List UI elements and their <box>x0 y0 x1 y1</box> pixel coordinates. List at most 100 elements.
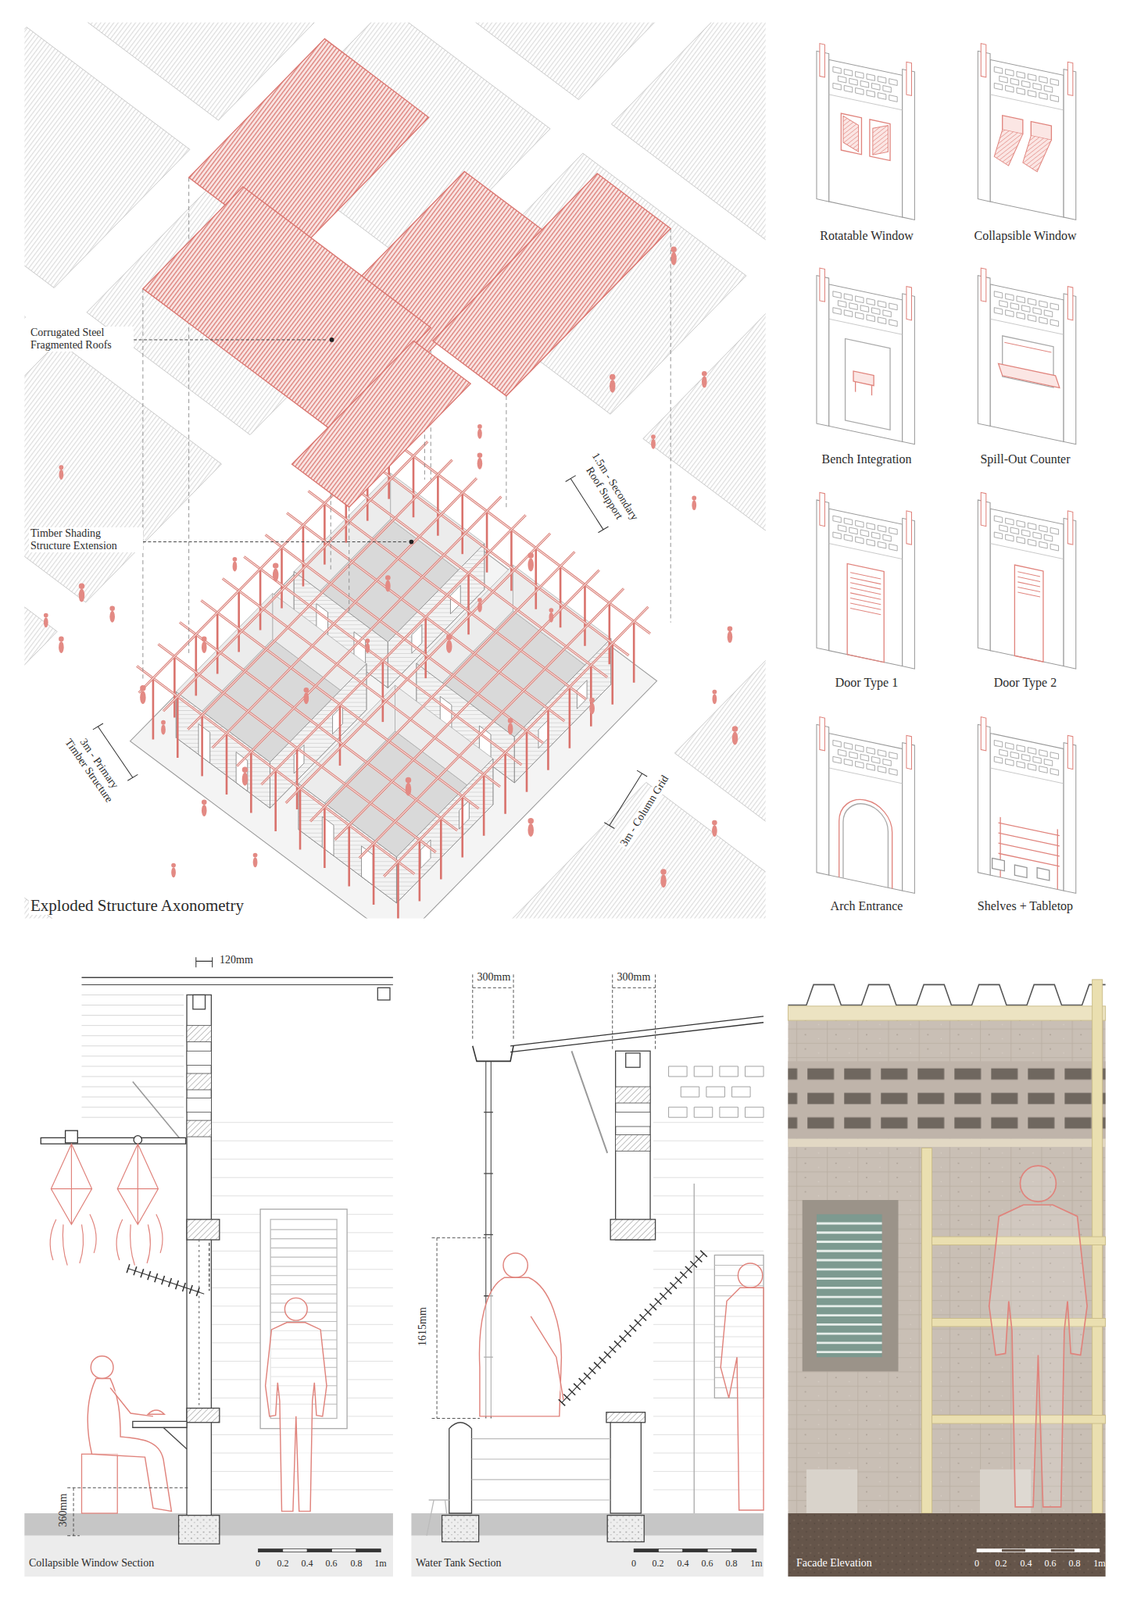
person-figure <box>732 725 738 745</box>
wall-modules <box>1004 342 1052 353</box>
facade-elevation <box>787 1061 1105 1139</box>
person-figure <box>589 697 595 704</box>
leader-dot <box>409 539 415 545</box>
person-figure <box>446 634 452 641</box>
module-caption: Arch Entrance <box>830 899 904 914</box>
person-figure <box>59 464 65 480</box>
collapsible-window-section <box>257 1549 283 1553</box>
water-tank-section <box>615 1051 651 1241</box>
timber-column <box>590 665 593 726</box>
wall-modules <box>977 492 1076 669</box>
person-figure <box>711 820 718 827</box>
dimension-markers <box>636 770 648 777</box>
person-figure <box>727 626 734 644</box>
person-figure <box>609 374 616 380</box>
person-figure <box>507 718 514 735</box>
collapsible-window-section <box>50 1214 97 1266</box>
person-figure <box>171 867 176 878</box>
collapsible-window-section <box>265 1298 327 1512</box>
projection-lines <box>670 228 672 623</box>
facade-elevation <box>922 1147 933 1514</box>
person-figure <box>201 641 208 654</box>
person-figure <box>711 820 718 837</box>
person-figure <box>109 605 115 612</box>
facade-elevation <box>787 964 1105 1577</box>
neighbour-roof <box>510 782 766 919</box>
scale-number: 0 <box>255 1559 261 1570</box>
person-figure <box>589 697 595 715</box>
wall-modules <box>845 339 891 431</box>
person-figure <box>160 720 166 736</box>
collapsible-window-section <box>186 1408 220 1423</box>
person-figure <box>78 589 85 603</box>
timber-column <box>583 584 587 646</box>
scale-number: 0.2 <box>277 1559 290 1570</box>
wall-modules <box>869 119 891 161</box>
person-figure <box>528 818 534 824</box>
person-figure <box>385 580 391 593</box>
person-figure <box>405 783 412 797</box>
water-tank-section <box>615 1087 651 1104</box>
facade-elevation <box>976 1549 1002 1553</box>
person-figure <box>59 469 65 480</box>
scale-number: 0.8 <box>1069 1559 1081 1570</box>
person-figure <box>59 464 65 470</box>
timber-column <box>280 547 283 608</box>
collapsible-window-section <box>90 1356 114 1380</box>
collapsible-window-section <box>307 1549 332 1553</box>
person-figure <box>303 687 310 694</box>
facade-elevation <box>787 1006 1105 1021</box>
person-figure <box>477 452 483 469</box>
person-figure <box>446 640 452 654</box>
axonometry <box>24 22 766 920</box>
water-tank-section <box>561 1253 705 1404</box>
timber-column <box>302 525 305 587</box>
neighbour-roof <box>24 341 222 603</box>
person-figure <box>242 767 248 787</box>
scale-number: 1m <box>374 1559 387 1570</box>
collapsible-window-section <box>356 1549 381 1553</box>
timber-column <box>339 704 342 766</box>
timber-beam <box>286 533 551 804</box>
dimension-markers <box>92 475 648 830</box>
timber-beam <box>383 607 648 877</box>
water-tank-section <box>737 1263 762 1288</box>
timber-column <box>534 547 537 609</box>
wall-modules <box>977 42 1076 220</box>
timber-column <box>424 617 427 679</box>
person-figure <box>660 874 666 888</box>
collapsible-window-section <box>132 1081 183 1141</box>
person-figure <box>139 690 146 705</box>
facade-elevation <box>806 1469 858 1514</box>
front-wall <box>298 783 397 904</box>
scale-number: 0.8 <box>725 1559 738 1570</box>
person-figure <box>272 562 279 582</box>
water-tank-section <box>479 1253 764 1511</box>
water-tank-section <box>442 1516 480 1543</box>
timber-beam <box>187 460 452 730</box>
scale-number: 0 <box>974 1559 980 1570</box>
person-figure <box>139 685 146 705</box>
facade-elevation <box>1092 979 1103 1514</box>
corrugated-roofs <box>432 173 671 397</box>
projection-lines <box>142 289 144 683</box>
collapsible-window-section <box>116 1214 163 1266</box>
neighbourhood-roofs <box>24 22 766 920</box>
timber-column <box>461 493 464 555</box>
wall-modules <box>977 716 1076 894</box>
wall-modules <box>1014 565 1044 662</box>
water-tank-section <box>471 1439 611 1501</box>
dimension-label: 300mm <box>617 971 651 984</box>
facade-elevation <box>787 1139 1105 1148</box>
wall-modules <box>1037 868 1050 881</box>
timber-column <box>504 752 507 814</box>
facade-elevation <box>802 1200 899 1372</box>
timber-beam <box>334 570 599 841</box>
dimension-markers <box>604 822 615 830</box>
timber-beam <box>359 588 624 859</box>
person-figure <box>507 722 514 735</box>
person-figure <box>303 687 310 705</box>
timber-column <box>611 643 614 705</box>
collapsible-window-section <box>163 1427 187 1449</box>
scale-number: 0.4 <box>677 1559 690 1570</box>
